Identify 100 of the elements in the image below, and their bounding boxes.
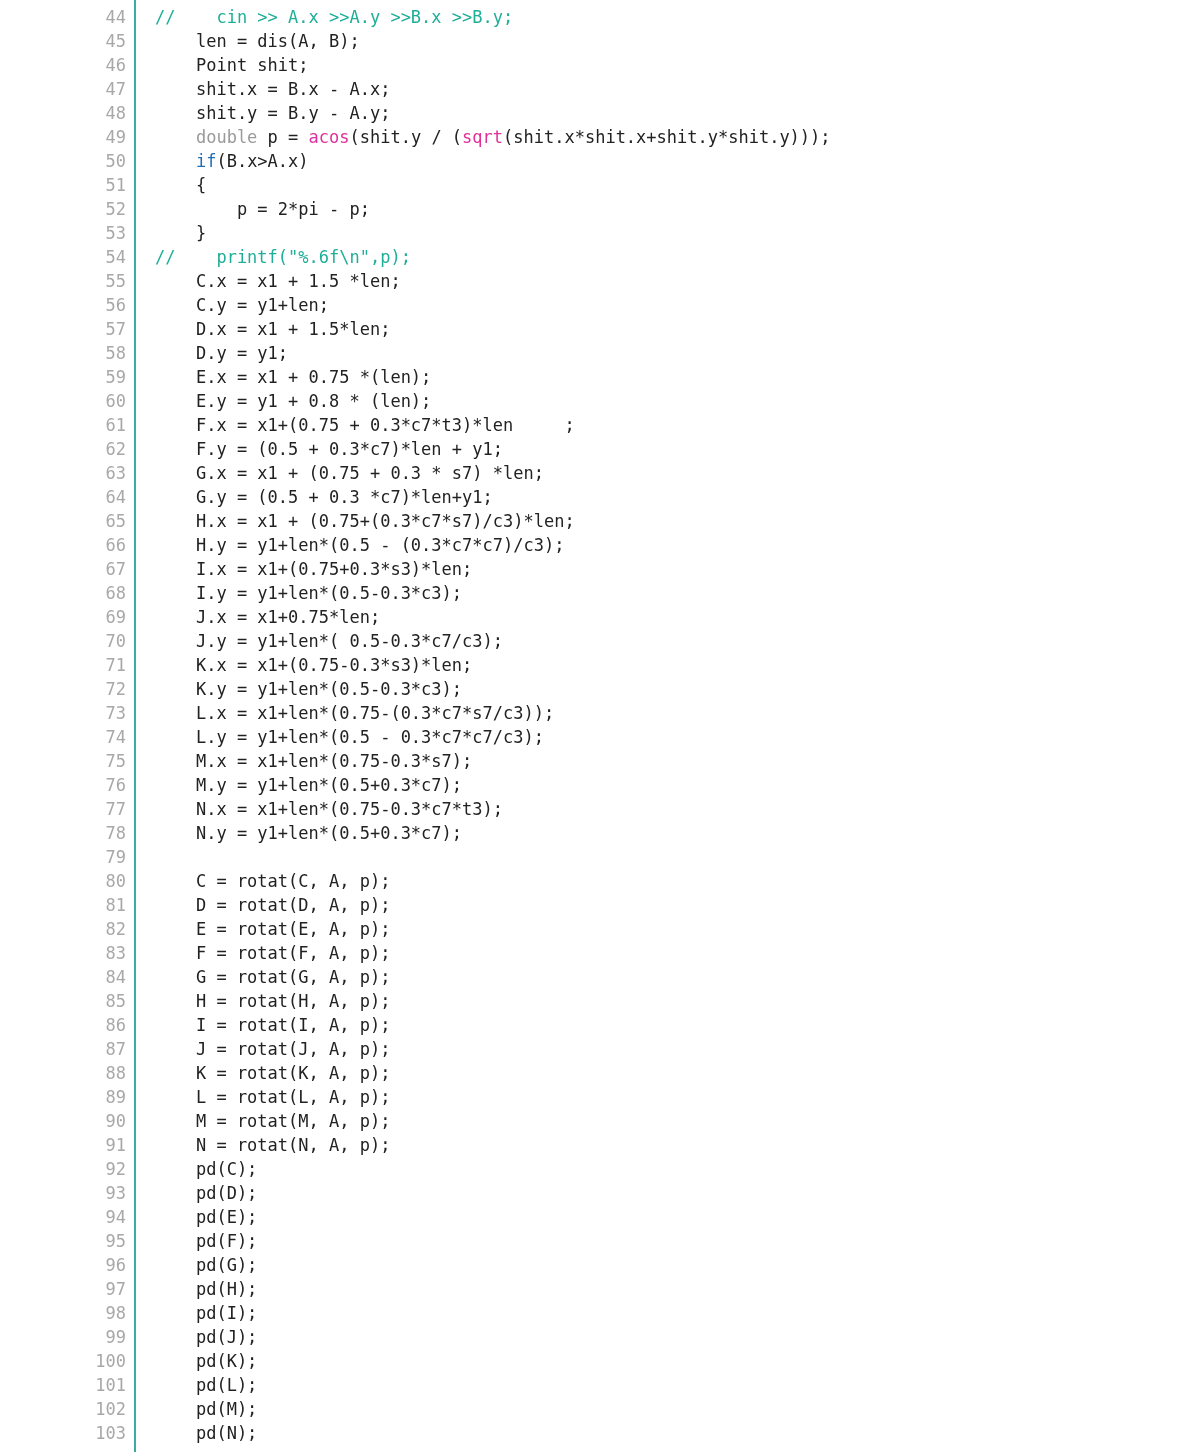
code-line: pd(L); <box>195 1374 258 1397</box>
code-line: K.x = x1+(0.75-0.3*s3)*len; <box>195 654 473 677</box>
code-line: D.y = y1; <box>195 342 289 365</box>
line-number: 66 <box>104 534 126 557</box>
line-number: 69 <box>104 606 126 629</box>
code-line: C.y = y1+len; <box>195 294 329 317</box>
code-line: M.y = y1+len*(0.5+0.3*c7); <box>195 774 463 797</box>
line-number: 70 <box>104 630 126 653</box>
line-number: 47 <box>104 78 126 101</box>
code-line: H.x = x1 + (0.75+(0.3*c7*s7)/c3)*len; <box>195 510 575 533</box>
code-line: pd(N); <box>195 1422 258 1445</box>
code-line: E.y = y1 + 0.8 * (len); <box>195 390 432 413</box>
line-number: 101 <box>94 1374 126 1397</box>
code-comment: // cin >> A.x >>A.y >>B.x >>B.y; <box>155 6 514 29</box>
line-number: 58 <box>104 342 126 365</box>
line-number: 50 <box>104 150 126 173</box>
code-line: L.y = y1+len*(0.5 - 0.3*c7*c7/c3); <box>195 726 544 749</box>
line-number: 52 <box>104 198 126 221</box>
line-number: 62 <box>104 438 126 461</box>
line-number: 60 <box>104 390 126 413</box>
code-line: pd(H); <box>195 1278 258 1301</box>
line-number: 72 <box>104 678 126 701</box>
line-number: 100 <box>94 1350 126 1373</box>
code-line: F.x = x1+(0.75 + 0.3*c7*t3)*len ; <box>195 414 575 437</box>
code-line: pd(E); <box>195 1206 258 1229</box>
line-number: 75 <box>104 750 126 773</box>
code-line: G.x = x1 + (0.75 + 0.3 * s7) *len; <box>195 462 544 485</box>
line-number: 49 <box>104 126 126 149</box>
code-line: G.y = (0.5 + 0.3 *c7)*len+y1; <box>195 486 493 509</box>
line-number: 83 <box>104 942 126 965</box>
code-line: } <box>195 222 207 245</box>
line-number: 92 <box>104 1158 126 1181</box>
line-number: 81 <box>104 894 126 917</box>
code-line: p = 2*pi - p; <box>236 198 370 221</box>
code-line: K.y = y1+len*(0.5-0.3*c3); <box>195 678 463 701</box>
code-line: D.x = x1 + 1.5*len; <box>195 318 391 341</box>
line-number: 97 <box>104 1278 126 1301</box>
line-number: 45 <box>104 30 126 53</box>
line-number: 53 <box>104 222 126 245</box>
line-number: 59 <box>104 366 126 389</box>
line-number: 93 <box>104 1182 126 1205</box>
line-number: 68 <box>104 582 126 605</box>
line-number: 84 <box>104 966 126 989</box>
code-line: L.x = x1+len*(0.75-(0.3*c7*s7/c3)); <box>195 702 555 725</box>
line-number: 91 <box>104 1134 126 1157</box>
code-line: shit.y = B.y - A.y; <box>195 102 391 125</box>
line-number: 96 <box>104 1254 126 1277</box>
code-line: E = rotat(E, A, p); <box>195 918 391 941</box>
line-number: 88 <box>104 1062 126 1085</box>
code-line: double p = acos(shit.y / (sqrt(shit.x*shit.x+shit.y*shit.y))); <box>195 126 831 149</box>
line-number: 99 <box>104 1326 126 1349</box>
line-number: 87 <box>104 1038 126 1061</box>
code-line: H = rotat(H, A, p); <box>195 990 391 1013</box>
code-line: len = dis(A, B); <box>195 30 360 53</box>
code-comment: // printf("%.6f\n",p); <box>155 246 411 269</box>
line-number: 64 <box>104 486 126 509</box>
line-number: 89 <box>104 1086 126 1109</box>
line-number: 78 <box>104 822 126 845</box>
line-number: 48 <box>104 102 126 125</box>
code-line: pd(G); <box>195 1254 258 1277</box>
line-number: 102 <box>94 1398 126 1421</box>
code-line: pd(F); <box>195 1230 258 1253</box>
code-line: M.x = x1+len*(0.75-0.3*s7); <box>195 750 473 773</box>
code-line: if(B.x>A.x) <box>195 150 309 173</box>
code-line: N = rotat(N, A, p); <box>195 1134 391 1157</box>
code-line: pd(J); <box>195 1326 258 1349</box>
code-line: { <box>195 174 207 197</box>
line-number: 86 <box>104 1014 126 1037</box>
code-line: F = rotat(F, A, p); <box>195 942 391 965</box>
code-line: I.x = x1+(0.75+0.3*s3)*len; <box>195 558 473 581</box>
code-line: E.x = x1 + 0.75 *(len); <box>195 366 432 389</box>
line-number: 77 <box>104 798 126 821</box>
line-number: 63 <box>104 462 126 485</box>
code-line: J = rotat(J, A, p); <box>195 1038 391 1061</box>
line-number: 56 <box>104 294 126 317</box>
line-number: 74 <box>104 726 126 749</box>
code-line: K = rotat(K, A, p); <box>195 1062 391 1085</box>
code-line: I = rotat(I, A, p); <box>195 1014 391 1037</box>
code-line: pd(K); <box>195 1350 258 1373</box>
code-line: C.x = x1 + 1.5 *len; <box>195 270 401 293</box>
line-number: 51 <box>104 174 126 197</box>
code-line: J.y = y1+len*( 0.5-0.3*c7/c3); <box>195 630 503 653</box>
line-number: 79 <box>104 846 126 869</box>
code-line: L = rotat(L, A, p); <box>195 1086 391 1109</box>
line-number: 46 <box>104 54 126 77</box>
code-line: D = rotat(D, A, p); <box>195 894 391 917</box>
line-number: 90 <box>104 1110 126 1133</box>
code-line: pd(D); <box>195 1182 258 1205</box>
line-number: 95 <box>104 1230 126 1253</box>
line-number: 61 <box>104 414 126 437</box>
line-number: 55 <box>104 270 126 293</box>
code-line: G = rotat(G, A, p); <box>195 966 391 989</box>
code-line: pd(C); <box>195 1158 258 1181</box>
line-number: 71 <box>104 654 126 677</box>
code-line: N.x = x1+len*(0.75-0.3*c7*t3); <box>195 798 503 821</box>
line-number: 85 <box>104 990 126 1013</box>
line-number: 98 <box>104 1302 126 1325</box>
code-line: pd(M); <box>195 1398 258 1421</box>
line-number: 44 <box>104 6 126 29</box>
line-number: 67 <box>104 558 126 581</box>
